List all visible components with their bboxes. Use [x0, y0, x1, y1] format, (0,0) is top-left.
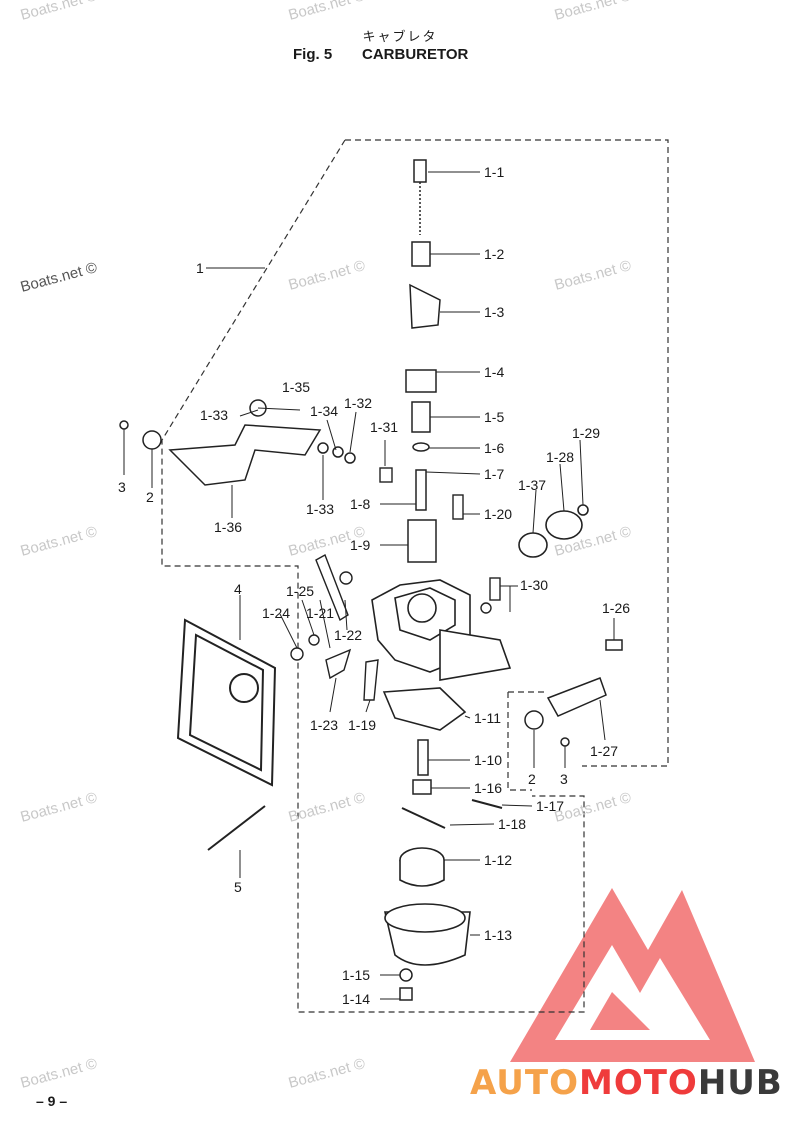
watermark: Boats.net © [19, 1055, 99, 1092]
callout-1-35: 1-35 [282, 379, 310, 395]
page-number: – 9 – [36, 1093, 68, 1109]
watermark: Boats.net © [553, 523, 633, 560]
page-title: CARBURETOR [362, 46, 469, 63]
callout-5: 5 [234, 879, 242, 895]
callout-1-17: 1-17 [536, 798, 564, 814]
callout-4: 4 [234, 581, 242, 597]
title-japanese: キャブレタ [362, 30, 438, 45]
callout-1-37: 1-37 [518, 477, 546, 493]
callout-3-left: 3 [118, 479, 126, 495]
callout-1-21: 1-21 [306, 605, 334, 621]
watermark: Boats.net © [287, 523, 367, 560]
callout-1-19: 1-19 [348, 717, 376, 733]
callout-1-23: 1-23 [310, 717, 338, 733]
watermark: Boats.net © [553, 0, 633, 24]
callout-1-9: 1-9 [350, 537, 370, 553]
callout-1-1: 1-1 [484, 164, 504, 180]
watermark: Boats.net © [287, 1055, 367, 1092]
watermark: Boats.net © [19, 259, 99, 296]
callout-1-15: 1-15 [342, 967, 370, 983]
figure-number: Fig. 5 [293, 46, 333, 63]
callout-1-24: 1-24 [262, 605, 290, 621]
callout-1-27: 1-27 [590, 743, 618, 759]
callout-1-16: 1-16 [474, 780, 502, 796]
callout-1-7: 1-7 [484, 466, 504, 482]
callout-1-13: 1-13 [484, 927, 512, 943]
callout-1-22: 1-22 [334, 627, 362, 643]
callout-1-32: 1-32 [344, 395, 372, 411]
callout-1-33-lower: 1-33 [306, 501, 334, 517]
callout-1-25: 1-25 [286, 583, 314, 599]
callout-1-34: 1-34 [310, 403, 338, 419]
callout-1-10: 1-10 [474, 752, 502, 768]
callout-1-29: 1-29 [572, 425, 600, 441]
watermark: Boats.net © [553, 789, 633, 826]
callout-1-18: 1-18 [498, 816, 526, 832]
watermark: Boats.net © [19, 789, 99, 826]
callout-3-right: 3 [560, 771, 568, 787]
callout-1-5: 1-5 [484, 409, 504, 425]
callout-1-14: 1-14 [342, 991, 370, 1007]
callout-1-33-upper: 1-33 [200, 407, 228, 423]
callout-1-20: 1-20 [484, 506, 512, 522]
brand-part-auto: AUTO [470, 1063, 579, 1103]
callout-1-36: 1-36 [214, 519, 242, 535]
callout-1-4: 1-4 [484, 364, 504, 380]
watermark: Boats.net © [287, 257, 367, 294]
callout-1: 1 [196, 260, 204, 276]
brand-part-moto: MOTO [578, 1063, 698, 1103]
watermark: Boats.net © [19, 523, 99, 560]
brand-part-hub: HUB [697, 1063, 783, 1103]
watermark: Boats.net © [287, 0, 367, 24]
callout-1-8: 1-8 [350, 496, 370, 512]
callout-1-2: 1-2 [484, 246, 504, 262]
callout-1-6: 1-6 [484, 440, 504, 456]
callout-1-3: 1-3 [484, 304, 504, 320]
brand-wordmark: AUTOMOTOHUB [470, 1063, 783, 1103]
watermark: Boats.net © [287, 789, 367, 826]
callout-1-28: 1-28 [546, 449, 574, 465]
automotohub-logo-icon [510, 888, 755, 1062]
callout-2-left: 2 [146, 489, 154, 505]
watermark: Boats.net © [553, 257, 633, 294]
callout-1-31: 1-31 [370, 419, 398, 435]
callout-1-26: 1-26 [602, 600, 630, 616]
watermark: Boats.net © [19, 0, 99, 24]
callout-1-11: 1-11 [474, 710, 501, 726]
callout-2-right: 2 [528, 771, 536, 787]
callout-1-30: 1-30 [520, 577, 548, 593]
callout-1-12: 1-12 [484, 852, 512, 868]
